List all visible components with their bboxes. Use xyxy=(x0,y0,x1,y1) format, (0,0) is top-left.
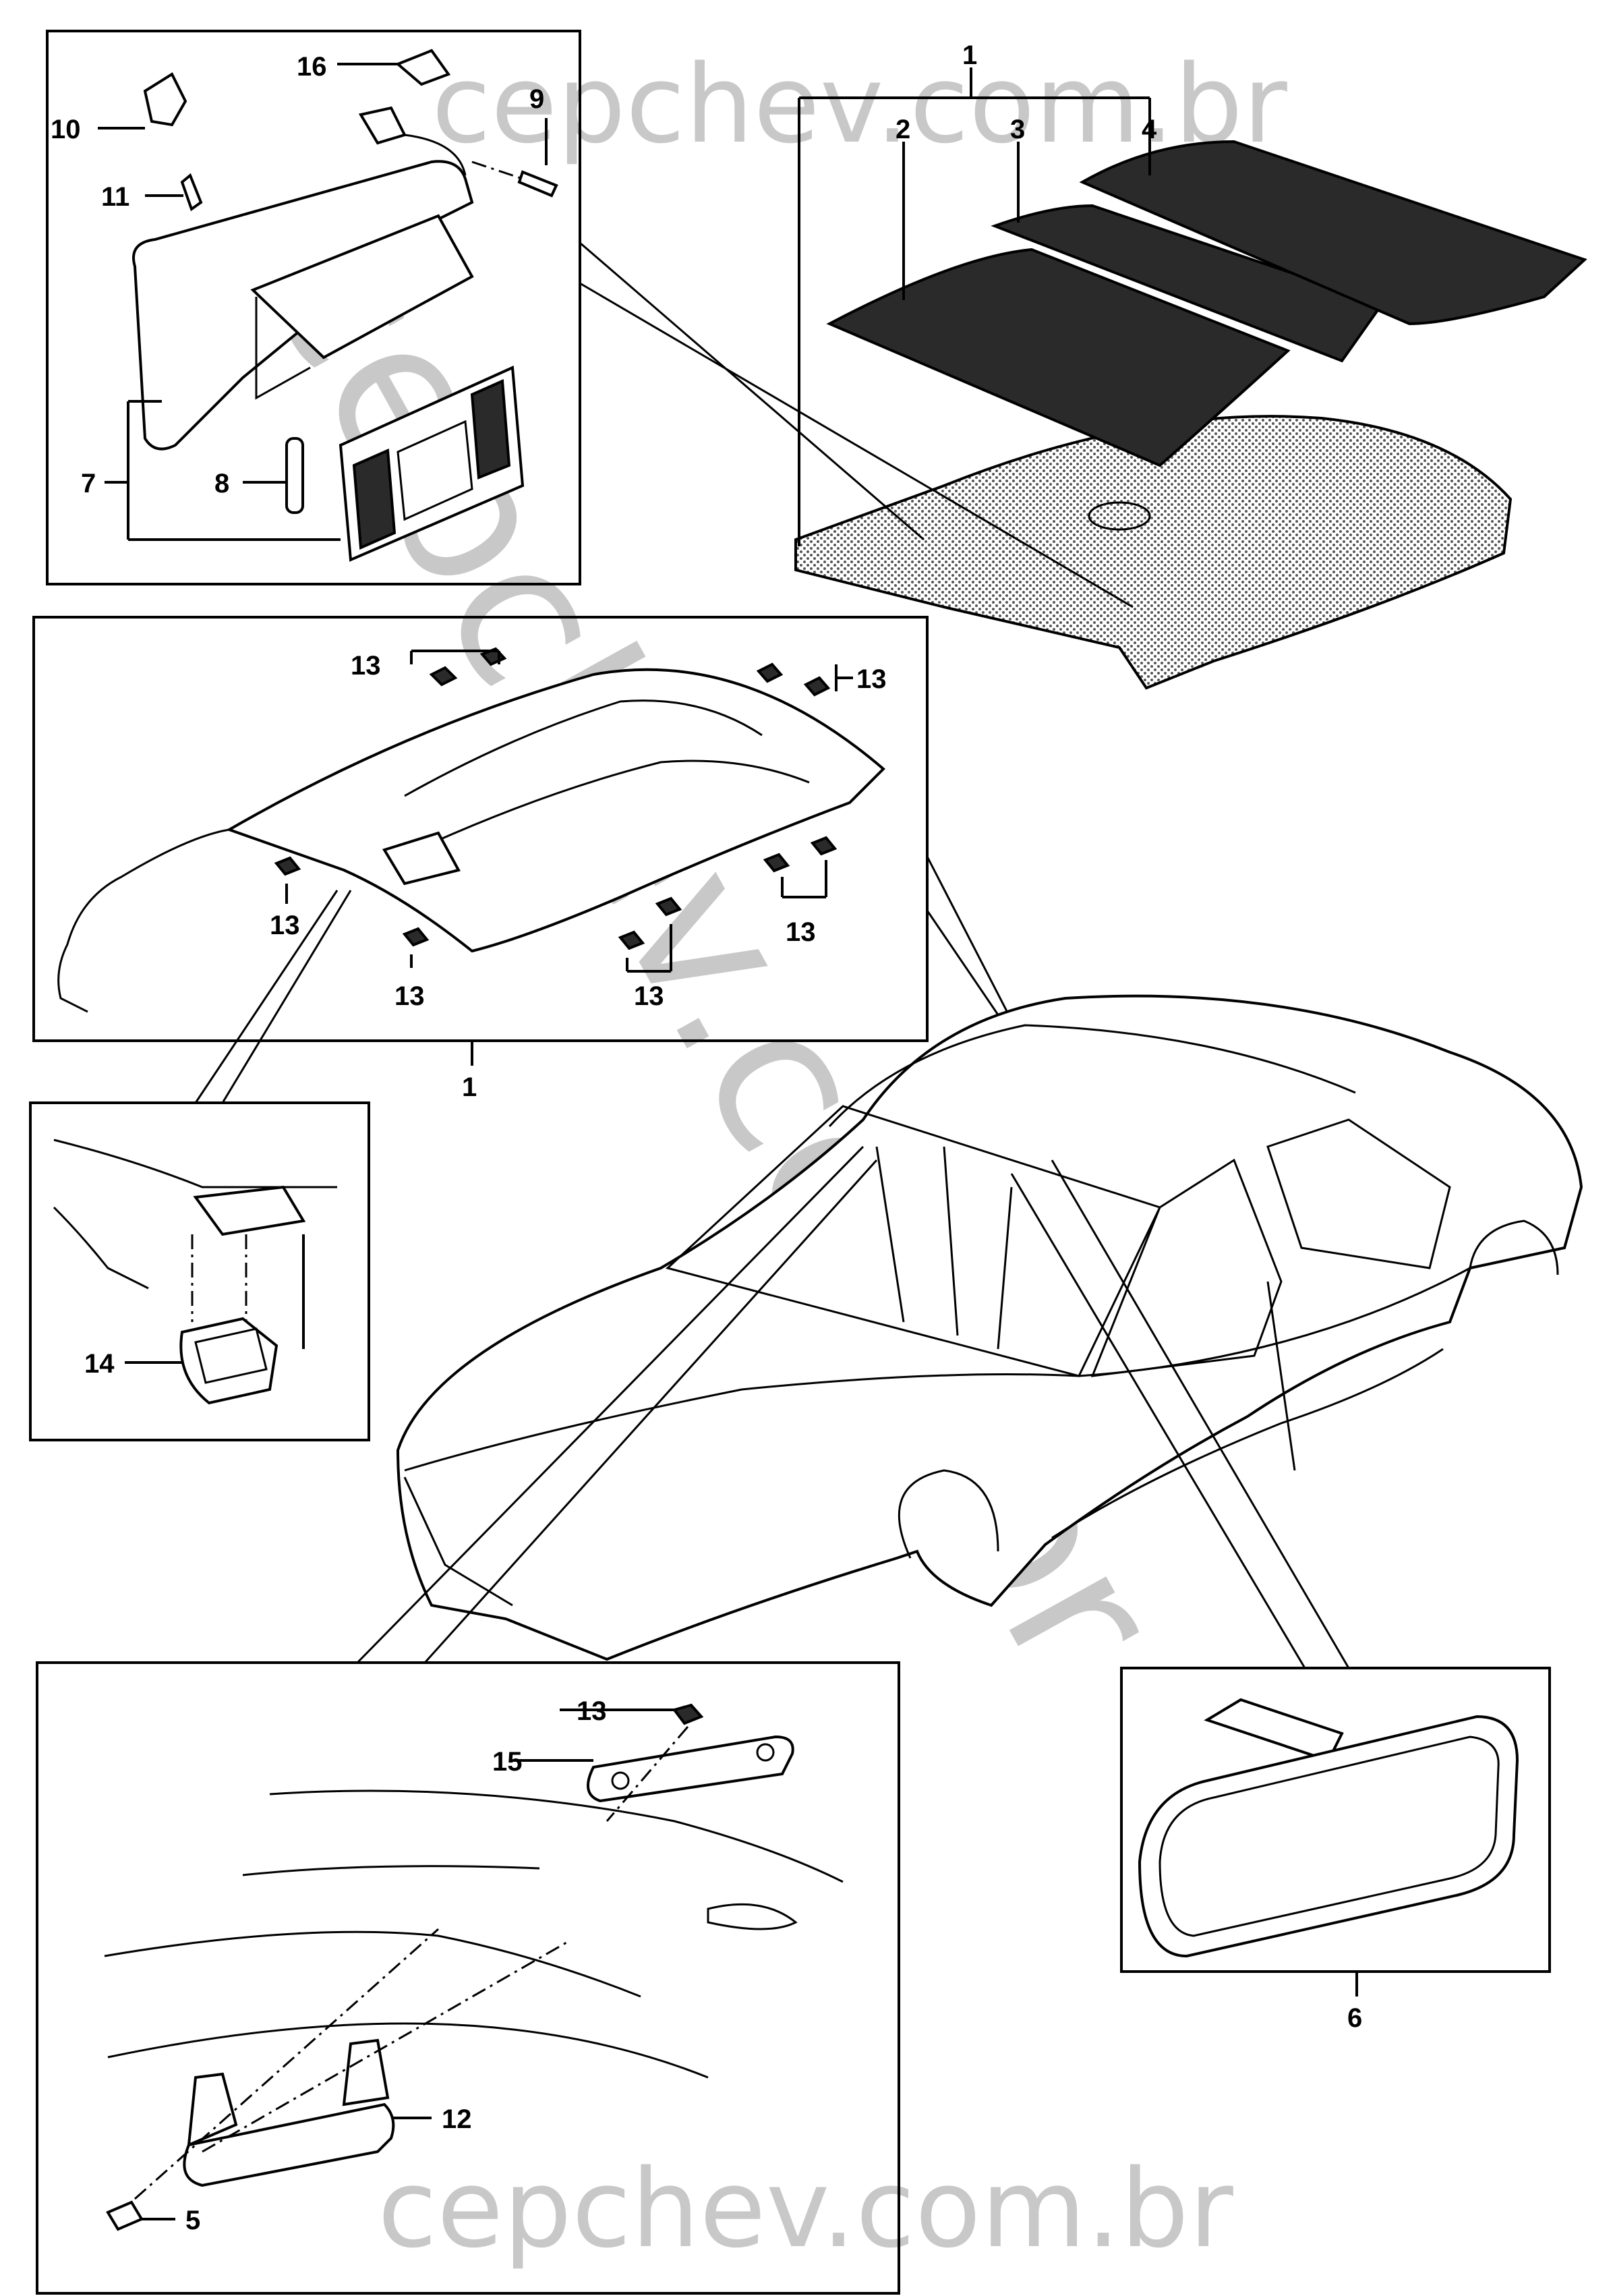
hood-line xyxy=(404,1373,1080,1472)
grab-handle-box xyxy=(36,1661,900,2295)
rearview-mirror-box xyxy=(1120,1667,1551,1973)
car-shell xyxy=(396,994,1583,1661)
vanity-mirror xyxy=(339,366,525,562)
callout-1-mid: 1 xyxy=(462,1072,477,1102)
door-seam xyxy=(1266,1281,1296,1471)
callout-16: 16 xyxy=(297,52,327,82)
callout-13-f: 13 xyxy=(786,917,816,947)
callout-13-d: 13 xyxy=(394,981,425,1011)
sun-visor-panel: 16 10 9 11 7 8 xyxy=(46,30,581,585)
callout-6: 6 xyxy=(1347,2003,1362,2033)
clip-axis xyxy=(606,1726,689,1822)
visor-wire xyxy=(404,134,467,176)
dome-lamp-panel: 14 xyxy=(29,890,370,1441)
dome-lamp xyxy=(179,1317,278,1405)
callout-13-b: 13 xyxy=(856,664,887,694)
headliner-box xyxy=(32,616,929,1042)
callout-14: 14 xyxy=(84,1349,115,1379)
watermark-bottom: cepchev.com.br xyxy=(378,2146,1233,2272)
front-fascia xyxy=(403,1476,513,1607)
mirror-mount-arm xyxy=(1204,1698,1344,1762)
insulation-pads: 1 2 3 4 xyxy=(579,40,1587,690)
roof-contour-2 xyxy=(242,1865,540,1876)
spring-pin xyxy=(285,437,304,514)
grab-handle-right-post xyxy=(342,2038,390,2106)
headliner-harness xyxy=(57,828,230,1013)
bracket-screw xyxy=(517,170,558,198)
visor-hinge xyxy=(255,297,311,400)
headliner xyxy=(226,668,885,953)
car-body xyxy=(396,994,1583,1661)
callout-3: 3 xyxy=(1010,115,1025,144)
callout-13-g: 13 xyxy=(577,1696,607,1726)
roof-edge-line-2 xyxy=(53,1206,149,1290)
dome-lamp-box xyxy=(29,1101,370,1441)
rear-door-window xyxy=(1266,1118,1451,1269)
roof-line xyxy=(828,1024,1356,1128)
watermark-top: cepchev.com.br xyxy=(432,41,1287,167)
callout-4: 4 xyxy=(1142,115,1157,144)
belt-line xyxy=(1078,1267,1471,1377)
interior-lines xyxy=(875,1146,1013,1350)
grab-handle xyxy=(183,2102,395,2187)
callout-11: 11 xyxy=(101,182,129,212)
callout-5: 5 xyxy=(185,2206,200,2235)
dome-lamp-opening xyxy=(382,831,461,886)
headliner-rib xyxy=(404,699,763,797)
insulation-pad-rear xyxy=(1079,140,1587,326)
callout-13-a: 13 xyxy=(351,651,381,681)
clip-screw xyxy=(180,173,203,212)
headliner-rib-2 xyxy=(431,759,810,844)
visor-clip xyxy=(143,72,187,127)
front-wheel-arch xyxy=(898,1469,999,1559)
rearview-mirror-panel: 6 xyxy=(1010,1159,1551,2033)
rocker-line xyxy=(1051,1348,1444,1539)
roof-edge-line xyxy=(53,1139,337,1188)
sun-visor-box xyxy=(46,30,581,585)
visor-flap xyxy=(250,214,474,360)
callout-15: 15 xyxy=(492,1747,523,1777)
headliner-panel: 13 13 13 13 13 13 1 xyxy=(32,616,1043,1102)
callout-9: 9 xyxy=(529,84,544,114)
visor-bracket xyxy=(395,49,451,86)
rear-wheel-arch xyxy=(1469,1219,1559,1275)
callout-2: 2 xyxy=(896,115,910,144)
rearview-mirror xyxy=(1138,1715,1519,1958)
grab-handle-panel: 13 15 12 5 xyxy=(36,1145,900,2295)
bracket-clip xyxy=(672,1703,704,1725)
callout-8: 8 xyxy=(214,469,229,498)
roof-contour-4 xyxy=(107,2022,709,2079)
dome-lamp-recess xyxy=(193,1185,306,1236)
callout-10: 10 xyxy=(51,115,81,144)
insulation-pad-middle xyxy=(991,204,1385,363)
callout-1-top: 1 xyxy=(962,40,977,70)
screw-axis xyxy=(471,161,523,180)
mirror-glass xyxy=(1159,1735,1500,1937)
grab-handle-left-post xyxy=(187,2072,238,2148)
callout-7: 7 xyxy=(81,469,96,498)
callout-13-c: 13 xyxy=(270,911,300,940)
front-door-window xyxy=(1090,1158,1283,1377)
visor-connector xyxy=(358,106,407,145)
roof-contour-1 xyxy=(269,1789,844,1883)
handle-screw xyxy=(106,2200,144,2231)
mirror-bracket xyxy=(587,1735,794,1803)
roof-contour-3 xyxy=(104,1930,641,1998)
callout-12: 12 xyxy=(442,2104,472,2134)
callout-13-e: 13 xyxy=(634,981,664,1011)
roof-depression xyxy=(707,1903,798,1930)
headliner-opening xyxy=(1088,501,1151,531)
